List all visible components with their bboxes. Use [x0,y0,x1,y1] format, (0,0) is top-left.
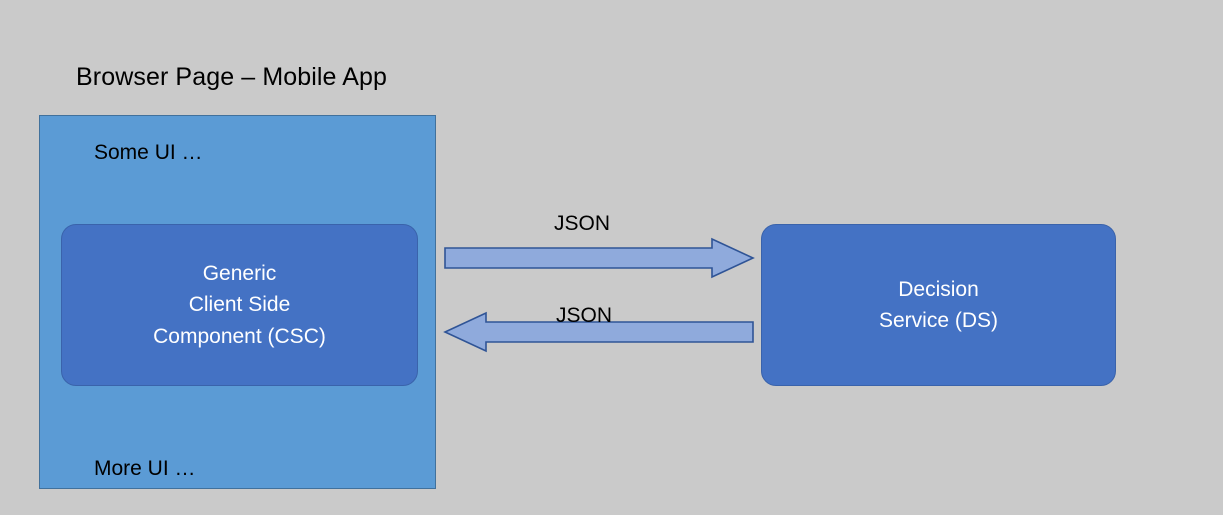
node-label-csc: Generic Client Side Component (CSC) [153,262,326,348]
node-label-ds: Decision Service (DS) [878,277,999,332]
panel-top-text: Some UI … [94,141,203,164]
node-client-side-component: Generic Client Side Component (CSC) [61,224,418,386]
arrow-label-request: JSON [553,212,610,235]
arrow-right-icon [444,237,755,279]
panel-bottom-text: More UI … [94,457,196,480]
node-decision-service: Decision Service (DS) [761,224,1116,386]
arrow-label-response: JSON [555,304,612,327]
page-title: Browser Page – Mobile App [76,63,388,91]
arrow-left-icon [443,311,754,353]
